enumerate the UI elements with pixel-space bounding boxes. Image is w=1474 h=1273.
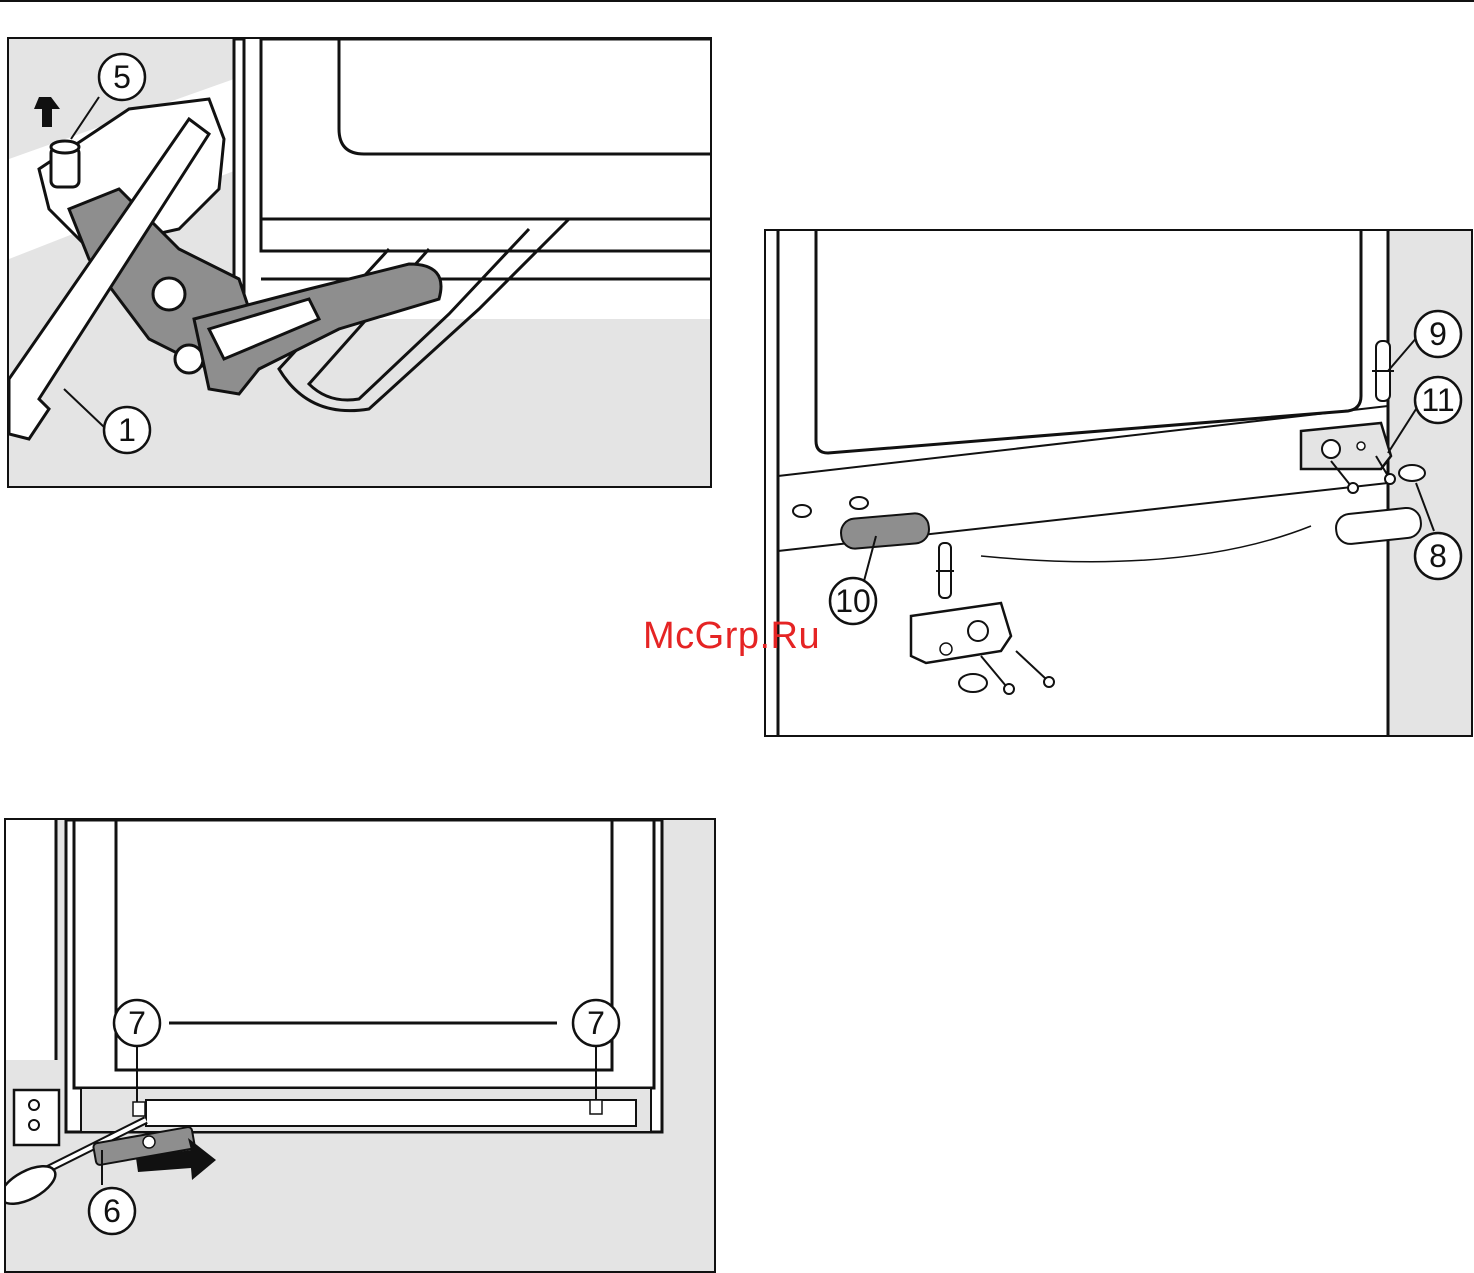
callout-7-left-label: 7 <box>128 1005 146 1041</box>
hinge-parts-callouts: 9 11 8 10 <box>766 231 1473 737</box>
callout-8: 8 <box>1415 533 1461 579</box>
callout-5: 5 <box>99 54 145 100</box>
callout-9: 9 <box>1415 311 1461 357</box>
callout-1-label: 1 <box>118 412 136 448</box>
callout-11: 11 <box>1415 377 1461 423</box>
callout-10-label: 10 <box>835 583 871 619</box>
callout-7-right: 7 <box>573 1000 619 1046</box>
figure-hinge-removal: 5 1 <box>7 37 712 488</box>
callout-7-left: 7 <box>114 1000 160 1046</box>
callout-6-label: 6 <box>103 1193 121 1229</box>
door-bottom-callouts: 7 7 6 <box>6 820 716 1273</box>
figure-door-bottom: 7 7 6 <box>4 818 716 1273</box>
callout-11-label: 11 <box>1421 382 1454 418</box>
callout-9-label: 9 <box>1429 316 1447 352</box>
page-top-rule <box>0 0 1474 2</box>
figure-hinge-parts: 9 11 8 10 <box>764 229 1473 737</box>
callout-6: 6 <box>89 1188 135 1234</box>
hinge-removal-callouts: 5 1 <box>9 39 712 488</box>
callout-10: 10 <box>830 578 876 624</box>
callout-8-label: 8 <box>1429 538 1447 574</box>
callout-7-right-label: 7 <box>587 1005 605 1041</box>
callout-5-label: 5 <box>113 59 131 95</box>
watermark: McGrp.Ru <box>643 615 820 658</box>
callout-1: 1 <box>104 407 150 453</box>
